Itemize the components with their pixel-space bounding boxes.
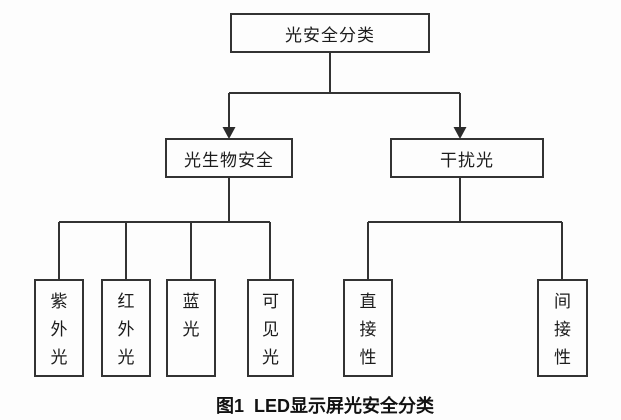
- node-direct-type: 直接性: [343, 279, 393, 377]
- arrow-head-down-icon: [453, 127, 467, 139]
- node-infrared-light: 红外光: [101, 279, 151, 377]
- figure-caption: 图1 LED显示屏光安全分类: [215, 396, 434, 416]
- arrow-head-down-icon: [222, 127, 236, 139]
- node-photobiological-safety: 光生物安全: [165, 138, 293, 178]
- node-light-safety-classification: 光安全分类: [230, 13, 430, 53]
- node-visible-light: 可见光: [247, 279, 294, 377]
- node-ultraviolet-light: 紫外光: [34, 279, 84, 377]
- node-interference-light: 干扰光: [390, 138, 544, 178]
- node-blue-light: 蓝光: [166, 279, 216, 377]
- node-indirect-type: 间接性: [537, 279, 588, 377]
